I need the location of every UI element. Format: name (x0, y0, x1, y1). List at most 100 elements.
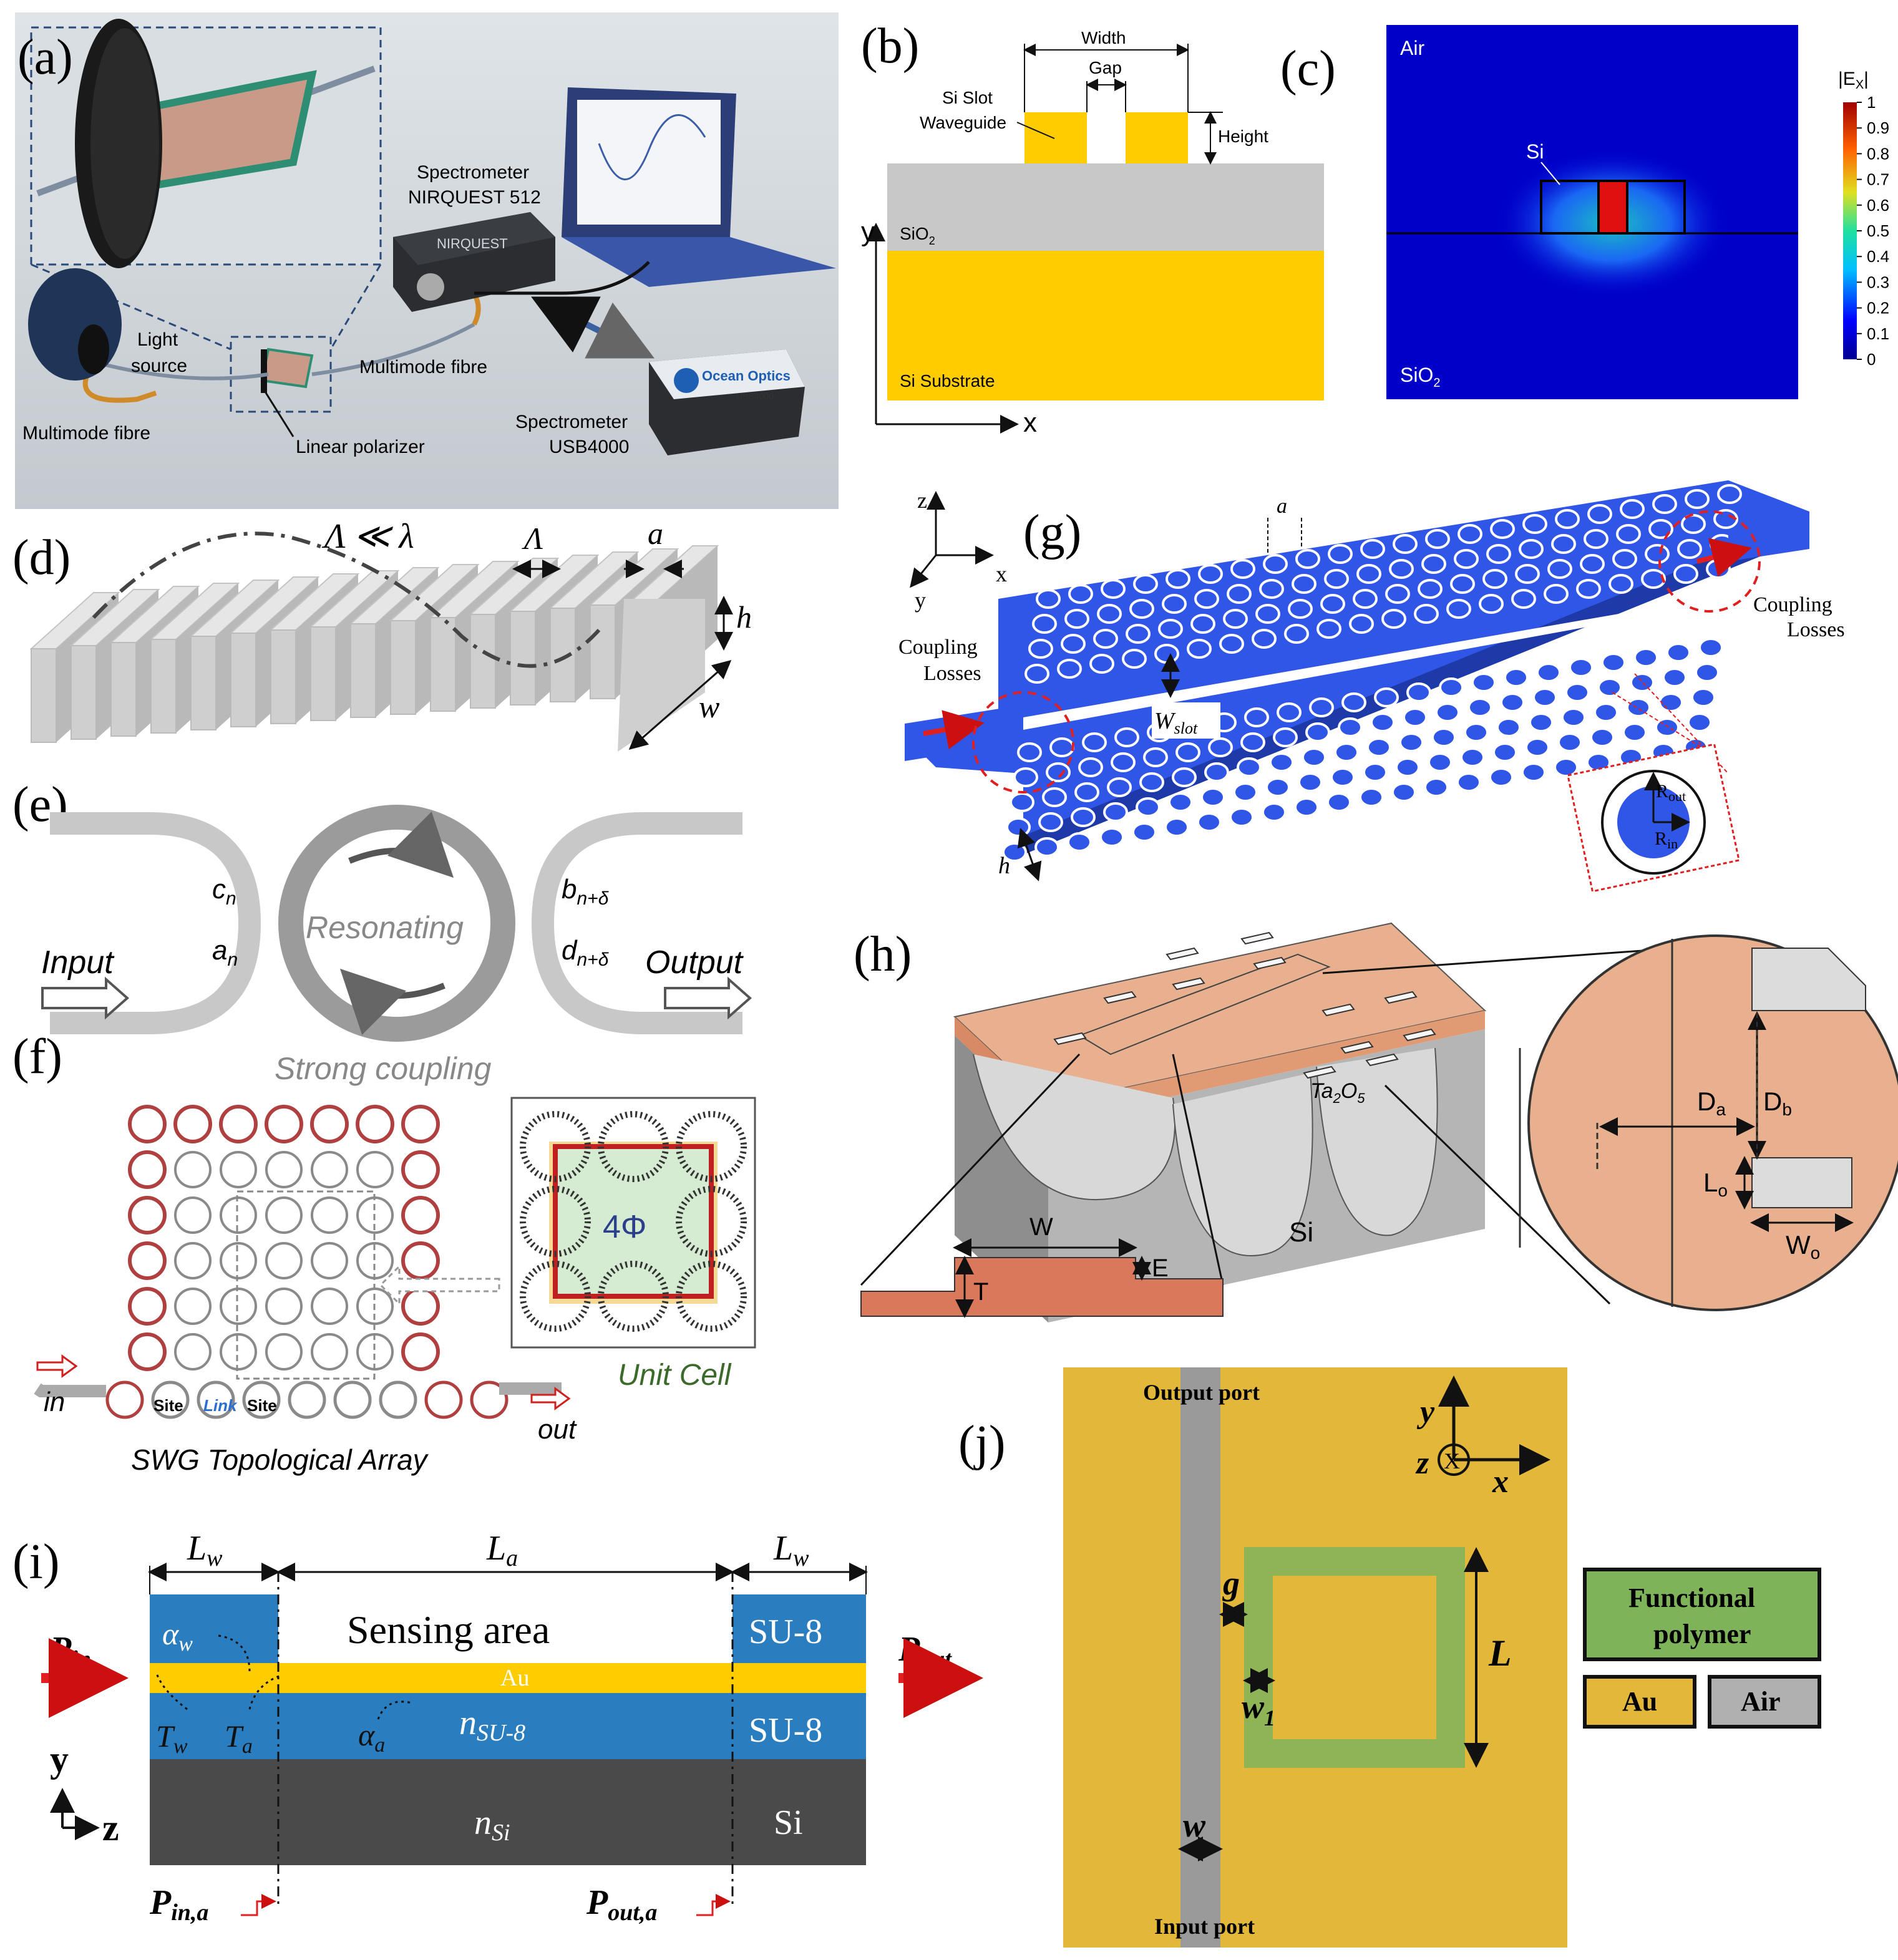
colorbar-tick-label: 1 (1867, 93, 1876, 112)
slot-waveguide-label-2: Waveguide (920, 113, 1006, 132)
output-bus-waveguide (531, 812, 742, 1034)
slot-rail-right (1126, 112, 1188, 163)
legend-polymer-label-2: polymer (1653, 1619, 1751, 1649)
lw-left-label: Lw (187, 1529, 223, 1571)
n-si-label: nSi (474, 1803, 510, 1846)
usb4000-logo-text: USB4000 (736, 391, 774, 401)
panel-b: (b) Width Gap Height Si Slot Waveguide S… (861, 19, 1324, 438)
p-in-label: Pin (49, 1630, 91, 1672)
panel-d: (d) Λ ≪ λ Λ a h w (12, 516, 752, 752)
coupling-losses-left: Coupling (898, 636, 978, 659)
ring-length-label: L (1488, 1633, 1512, 1674)
site-label-1: Site (153, 1396, 183, 1415)
output-light-arrow (1696, 538, 1752, 577)
colorbar-tick-label: 0.5 (1867, 221, 1889, 240)
gap-label: Gap (1089, 58, 1122, 77)
panel-g-label: (g) (1023, 505, 1081, 560)
panel-i-label: (i) (12, 1535, 60, 1589)
colorbar-tick-label: 0.1 (1867, 324, 1889, 343)
au-layer (150, 1663, 866, 1693)
input-port-label: Input port (1154, 1914, 1255, 1939)
h-label: h (736, 599, 752, 634)
r-in-label: Rin (1655, 828, 1678, 851)
su8-cladding-right (732, 1594, 866, 1663)
panel-e: (e) Resonating cn an bn+δ dn+δ Input Out… (12, 777, 752, 1086)
input-label: Input (41, 944, 115, 981)
panel-a-label: (a) (17, 30, 73, 85)
au-label: Au (500, 1665, 529, 1691)
si-base (150, 1759, 866, 1865)
in-label: in (44, 1387, 65, 1417)
d-b-label: Db (1763, 1087, 1792, 1119)
out-arrow (530, 1387, 571, 1410)
si-label: Si (1289, 1217, 1313, 1248)
slot-field-hotspot (1600, 182, 1626, 232)
spectrometer-nirquest-model: NIRQUEST 512 (408, 187, 541, 208)
air-label: Air (1400, 37, 1424, 59)
ridge-w-label: W (1029, 1213, 1053, 1241)
axis-z-label: z (1415, 1445, 1429, 1481)
colorbar (1843, 102, 1857, 359)
su8-core (150, 1693, 866, 1759)
axis-z-label: z (102, 1807, 119, 1848)
panel-h: (h) Ta2O5 Si W E T Da Db (854, 922, 1898, 1322)
p-in-a-label: Pin,a (149, 1883, 208, 1926)
axis-x-label: x (1023, 407, 1037, 438)
p-out-label: Pout (898, 1630, 952, 1672)
slot-waveguide-label: Si Slot (942, 88, 993, 107)
colorbar-tick-label: 0.7 (1867, 170, 1889, 189)
la-label: La (486, 1529, 518, 1571)
si-label: Si (774, 1803, 803, 1842)
legend-au (1583, 1675, 1696, 1729)
a-n-label: an (212, 935, 238, 970)
ta2o5-holes (1053, 931, 1436, 1079)
t-w-label: Tw (156, 1719, 188, 1758)
lattice-a-label: a (1277, 495, 1287, 518)
slot-channel (1023, 593, 1741, 730)
w1-label: w1 (1242, 1688, 1275, 1730)
panel-b-label: (b) (861, 19, 919, 74)
su8-cladding-left (150, 1594, 278, 1663)
panel-c-label: (c) (1280, 41, 1336, 96)
b-n-label: bn+δ (562, 874, 609, 909)
colorbar-tick-label: 0 (1867, 350, 1876, 369)
unit-cell-label: Unit Cell (618, 1359, 732, 1392)
gap-g-label: g (1222, 1565, 1240, 1602)
ta2o5-label: Ta2O5 (1310, 1079, 1365, 1106)
laptop-base (562, 237, 836, 287)
swg-topological-array (105, 1105, 509, 1419)
spectrometer-usb-label: Spectrometer (515, 412, 628, 432)
a-label: a (648, 516, 663, 551)
period-label: Λ (522, 521, 543, 556)
panel-a: NIRQUEST Ocean Optics USB4000 (a) Spectr… (15, 12, 839, 509)
panel-h-label: (h) (854, 927, 912, 982)
bus-waveguide (1180, 1367, 1220, 1948)
t-a-label: Ta (225, 1719, 253, 1758)
coupling-loss-circle-left (972, 691, 1074, 793)
panel-g: (g) z x y Coupling Losses Coupling Losse… (898, 480, 1845, 893)
colorbar-tick-label: 0.9 (1867, 119, 1889, 137)
sio2-layer (887, 163, 1324, 251)
unit-cell-rings (520, 1111, 747, 1332)
legend-air-label: Air (1741, 1686, 1781, 1717)
colorbar-tick-label: 0.4 (1867, 247, 1889, 266)
si-substrate-label: Si Substrate (900, 371, 995, 391)
coupling-losses-right: Coupling (1753, 593, 1832, 616)
panel-i: (i) Lw La Lw Sensing area SU-8 SU-8 Au S… (12, 1529, 983, 1926)
site-label-2: Site (247, 1396, 277, 1415)
sensing-area-label: Sensing area (347, 1608, 550, 1652)
unit-cell-loop (553, 1144, 714, 1299)
light-source-lamp (28, 268, 122, 381)
coupling-losses-left-2: Losses (923, 662, 981, 685)
panel-f: (f) 4Φ Unit Cell in out Site Link Site S… (12, 1029, 756, 1476)
w-label: w (699, 689, 719, 724)
wave-curve (92, 531, 601, 668)
axis-y-label: y (50, 1739, 69, 1780)
hole-rectangle (1751, 1157, 1852, 1208)
colorbar-ticks: 10.90.80.70.60.50.40.30.20.10 (1857, 93, 1889, 369)
colorbar-tick-label: 0.2 (1867, 299, 1889, 318)
si-label: Si (1526, 140, 1544, 163)
lw-right-label: Lw (773, 1529, 809, 1571)
sio2-label: SiO2 (900, 224, 935, 247)
